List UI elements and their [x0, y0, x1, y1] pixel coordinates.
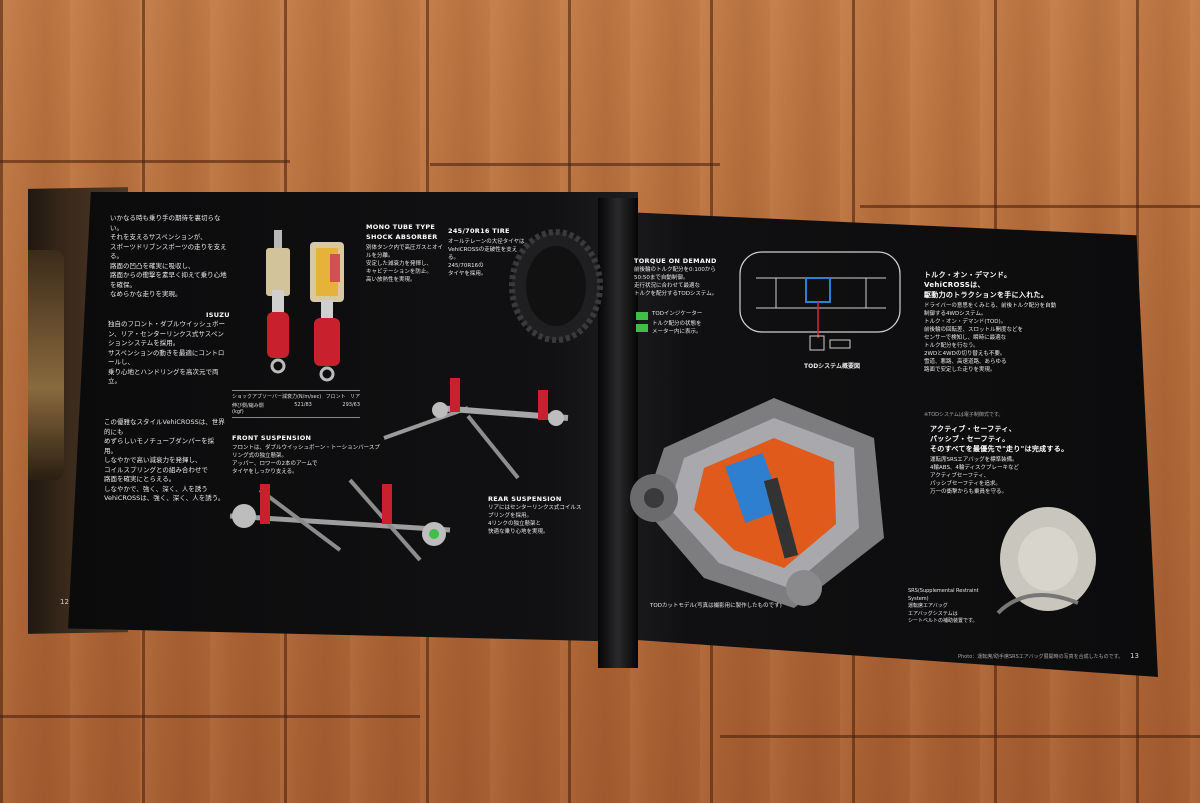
shock-table: ショックアブソーバー減衰力(N/m/sec) フロント リア 伸び側/縮み側 (…	[232, 390, 360, 418]
tod-indicator-label: TODインジケーター	[652, 311, 703, 317]
shock-table-header: ショックアブソーバー減衰力(N/m/sec)	[232, 394, 322, 400]
catalog-book: いかなる時も乗り手の期待を裏切らない。 それを支えるサスペンションが、 スポーツ…	[28, 178, 1164, 678]
feature1-heading: トルク・オン・デマンド。 VehiCROSSは、 駆動力のトラクションを手に入れ…	[924, 271, 1049, 299]
tod-indicator-text: トルク配分の状態を メーター内に表示。	[652, 321, 702, 335]
right-page-number: 13	[1130, 652, 1139, 660]
shock-table-rear-label: リア	[349, 394, 360, 400]
front-suspension-text: フロントは、ダブルウイッシュボーン・トーションバースプリング式の独立懸架。 アッ…	[232, 445, 380, 475]
front-suspension-illustration	[229, 478, 451, 562]
tire-text: オールテレーンの大径タイヤは VehiCROSSの走破性を支える。 245/70…	[448, 239, 525, 277]
shock-table-row-label: 伸び側/縮み側 (kgf)	[232, 403, 264, 415]
left-page-number: 12	[60, 598, 69, 606]
tod-system-diagram	[739, 251, 901, 351]
floor-seam	[720, 735, 1200, 738]
shock-table-rear-value: 293/63	[342, 402, 360, 408]
shock-table-front-value: 521/83	[294, 402, 312, 408]
cover-photo-edge	[28, 250, 64, 480]
rear-suspension-text: リアにはセンターリンクス式コイルスプリングを採用。 4リンクの独立懸架と 快適な…	[488, 505, 582, 535]
floor-seam	[0, 715, 420, 718]
footnote: Photo：運転席/助手席SRSエアバッグ展開時の写真を合成したものです。	[958, 654, 1124, 660]
shock-absorber-illustration	[266, 230, 290, 374]
floor-seam	[0, 160, 290, 163]
left-intro-text: いかなる時も乗り手の期待を裏切らない。 それを支えるサスペンションが、 スポーツ…	[110, 214, 227, 298]
isuzu-text: 独自のフロント・ダブルウイッシュボーン、リア・センターリンクス式サスペンションシ…	[108, 320, 225, 385]
rear-suspension-heading: REAR SUSPENSION	[488, 495, 562, 503]
cutaway-caption: TODカットモデル(写真は撮影用に製作したものです)	[650, 603, 782, 609]
mono-tube-text: 別体タンク内で高圧ガスとオイルを分離。 安定した減衰力を発揮し、 キャビテーショ…	[366, 245, 444, 283]
srs-caption: SRS(Supplemental Restraint System) 運転席エア…	[908, 588, 979, 624]
shock-table-front-label: フロント	[325, 394, 346, 400]
feature2-text: 運転席SRSエアバッグを標準装備。 4輪ABS、4輪ディスクブレーキなど アクテ…	[930, 457, 1020, 495]
feature1-text: ドライバーの意思をくみとる、前後トルク配分を自動制御する4WDシステム。 トルク…	[924, 303, 1057, 373]
vehicross-text: この優雅なスタイルVehiCROSSは、世界的にも めずらしいモノチューブダンパ…	[104, 418, 225, 502]
tire-heading: 245/70R16 TIRE	[448, 227, 510, 235]
tire-illustration	[509, 229, 603, 343]
mono-tube-heading: MONO TUBE TYPE SHOCK ABSORBER	[366, 223, 438, 241]
tod-text: 前後輪のトルク配分を0:100から 50:50まで自動制御。 走行状況に合わせて…	[634, 267, 718, 297]
floor-seam	[430, 163, 720, 166]
rear-suspension-illustration	[383, 378, 569, 480]
floor-seam	[860, 205, 1200, 208]
feature2-heading: アクティブ・セーフティ、 パッシブ・セーフティ。 そのすべてを最優先で"走り"は…	[930, 425, 1069, 453]
shock-absorber-cutaway-illustration	[310, 242, 344, 382]
tod-heading: TORQUE ON DEMAND	[634, 257, 717, 265]
book-spine	[598, 198, 638, 668]
tod-indicator-icon	[636, 312, 648, 332]
isuzu-heading: ISUZU	[206, 311, 230, 319]
front-suspension-heading: FRONT SUSPENSION	[232, 434, 312, 442]
tod-diagram-caption: TODシステム概要図	[804, 363, 860, 370]
feature1-note: ※TODシステムは電子制御式です。	[924, 412, 1004, 418]
airbag-illustration	[996, 507, 1096, 615]
tod-cutaway-illustration	[630, 398, 884, 608]
